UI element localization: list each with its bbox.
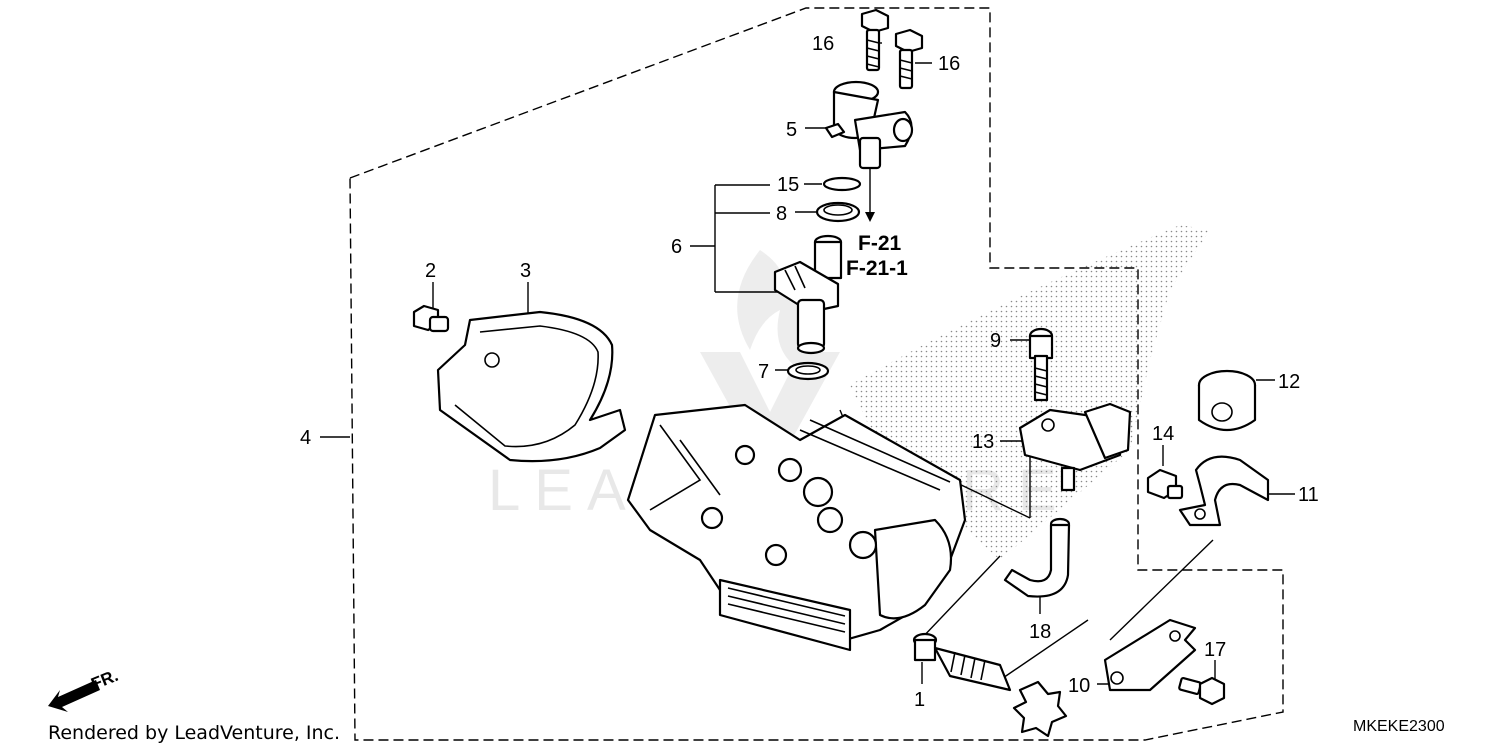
bolt-9: [1028, 327, 1054, 402]
o-ring-7: [786, 361, 830, 381]
callout-13: 13: [972, 431, 994, 453]
bolt-17: [1178, 676, 1226, 706]
fuel-injector-6: [773, 234, 843, 355]
clamp-11: [1178, 455, 1270, 527]
callout-11: 11: [1298, 484, 1319, 506]
callout-3: 3: [520, 260, 531, 282]
callout-16-left: 16: [812, 33, 834, 55]
callout-16-right: 16: [938, 53, 960, 75]
injector-holder-5: [824, 80, 914, 170]
bolt-16-right: [894, 28, 924, 90]
adjust-screw-1: [912, 632, 1068, 738]
callout-1: 1: [914, 689, 925, 711]
callout-14: 14: [1152, 423, 1174, 445]
callout-7: 7: [758, 361, 769, 383]
seal-8: [815, 201, 861, 223]
bolt-14: [1146, 468, 1184, 500]
cover-3: [436, 310, 627, 463]
callout-17: 17: [1204, 639, 1226, 661]
callout-15: 15: [777, 174, 799, 196]
grommet-12: [1197, 369, 1257, 431]
credit-text: Rendered by LeadVenture, Inc.: [48, 722, 340, 744]
direction-label: FR.: [88, 666, 121, 694]
callout-8: 8: [776, 203, 787, 225]
diagram-code: MKEKE2300: [1353, 718, 1445, 735]
callout-2: 2: [425, 260, 436, 282]
assembly-outline: [349, 7, 1284, 741]
map-sensor-13: [1018, 402, 1132, 492]
bracket-10: [1103, 618, 1197, 692]
reference-label-2: F-21-1: [846, 257, 908, 280]
hose-18: [1003, 517, 1071, 598]
reference-label-1: F-21: [858, 232, 902, 255]
callout-4: 4: [300, 427, 311, 449]
front-direction-arrow: FR.: [48, 666, 121, 712]
callout-12: 12: [1278, 371, 1300, 393]
callout-9: 9: [990, 330, 1001, 352]
o-ring-15: [822, 176, 862, 192]
bolt-2: [412, 304, 450, 333]
callout-10: 10: [1068, 675, 1090, 697]
callout-18: 18: [1029, 621, 1051, 643]
callout-5: 5: [786, 119, 797, 141]
throttle-body: [626, 403, 967, 652]
callout-6: 6: [671, 236, 682, 258]
bolt-16-left: [860, 8, 890, 72]
leader-lines: [320, 42, 1295, 686]
